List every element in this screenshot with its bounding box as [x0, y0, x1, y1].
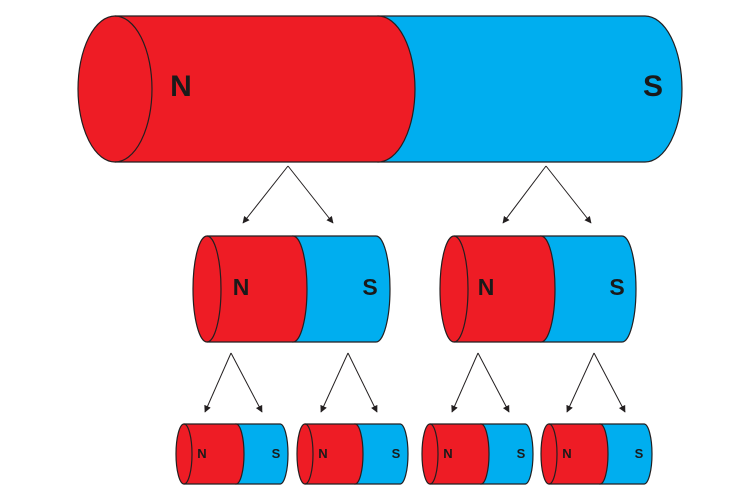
large-magnet-north-half: [77, 15, 416, 163]
medium-magnet-north-half: [439, 235, 556, 343]
medium-magnet-south-half: [292, 235, 391, 343]
small-magnet-3: N S: [421, 423, 534, 485]
medium-magnet-north-label: N: [478, 274, 495, 300]
medium-magnet-north-label: N: [233, 274, 250, 300]
medium-magnet-south-half: [540, 235, 637, 343]
small-magnet-1: N S: [175, 423, 289, 485]
medium-magnet-north-half: [192, 235, 308, 343]
small-magnet-north-label: N: [197, 446, 206, 461]
small-magnet-south-label: S: [635, 446, 644, 461]
arrow: [242, 165, 289, 224]
arrow: [593, 352, 626, 413]
large-magnet-south-label: S: [643, 70, 663, 103]
arrow: [320, 352, 349, 413]
small-magnet-south-label: S: [517, 446, 526, 461]
arrow: [502, 165, 547, 224]
small-magnet-4: N S: [540, 423, 653, 485]
medium-magnet-near-end: [453, 235, 469, 343]
small-magnet-north-label: N: [318, 446, 327, 461]
small-magnet-south-half: [599, 423, 653, 485]
small-magnet-north-half: [175, 423, 245, 485]
large-magnet-north-label: N: [170, 70, 192, 103]
arrow: [566, 352, 595, 413]
small-magnet-near-end: [183, 423, 193, 485]
small-magnet-south-label: S: [392, 446, 401, 461]
arrow: [230, 352, 263, 413]
small-magnet-south-half: [235, 423, 289, 485]
arrow: [477, 352, 510, 413]
small-magnet-2: N S: [296, 423, 409, 485]
medium-magnet-south-label: S: [609, 274, 624, 300]
medium-magnet-near-end: [206, 235, 222, 343]
arrow: [347, 352, 378, 413]
large-magnet-south-half: [377, 15, 683, 163]
small-magnet-south-half: [354, 423, 409, 485]
small-magnet-north-half: [296, 423, 364, 485]
small-magnet-north-half: [421, 423, 490, 485]
medium-magnet-1: N S: [192, 235, 391, 343]
small-magnet-near-end: [548, 423, 558, 485]
small-magnet-near-end: [429, 423, 439, 485]
small-magnet-north-label: N: [562, 446, 571, 461]
arrow: [545, 165, 592, 224]
large-magnet-near-end: [114, 15, 153, 163]
large-magnet: N S: [77, 15, 683, 163]
split-arrows-level-1: [242, 165, 592, 224]
small-magnet-south-half: [480, 423, 534, 485]
arrow: [451, 352, 479, 413]
small-magnet-near-end: [304, 423, 314, 485]
small-magnet-north-half: [540, 423, 609, 485]
medium-magnet-2: N S: [439, 235, 637, 343]
arrow: [204, 352, 232, 413]
small-magnet-north-label: N: [443, 446, 452, 461]
medium-magnet-south-label: S: [362, 274, 377, 300]
split-arrows-level-2: [204, 352, 626, 413]
arrow: [287, 165, 334, 224]
small-magnet-south-label: S: [272, 446, 281, 461]
